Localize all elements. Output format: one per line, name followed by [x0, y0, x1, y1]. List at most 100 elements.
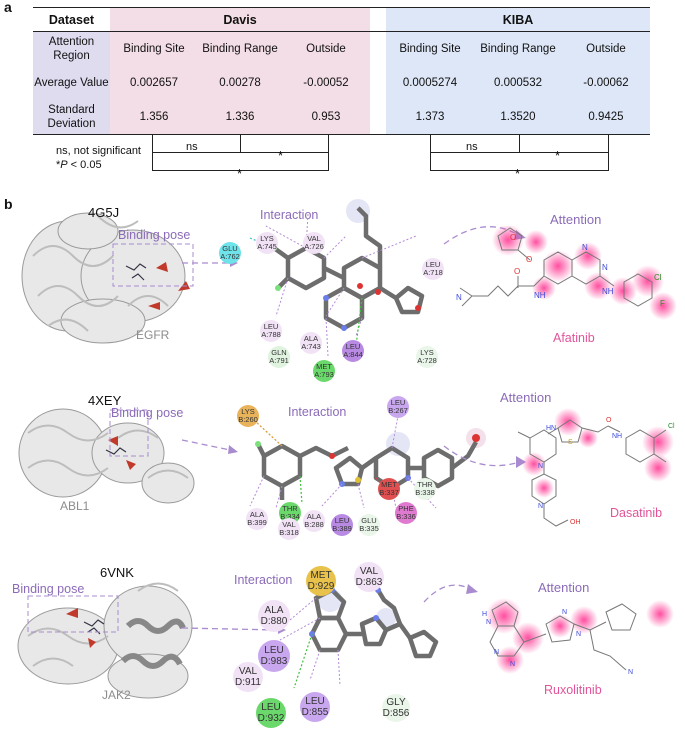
- residue-lys-b260: LYS B:260: [237, 405, 259, 427]
- atom-n-dasatinib-1: N: [538, 463, 543, 470]
- residue-gly-d856: GLY D:856: [382, 694, 410, 722]
- protein-name-egfr: EGFR: [136, 328, 170, 342]
- residue-ala-d880: ALA D:880: [258, 600, 290, 632]
- residue-thr-b338: THR B:338: [414, 478, 436, 500]
- interaction-diagram-egfr: [249, 199, 425, 357]
- kiba-avg-binding-range: 0.000532: [494, 77, 542, 89]
- attention-label-egfr: Attention: [550, 212, 602, 227]
- protein-name-abl1: ABL1: [60, 499, 90, 513]
- atom-n-afatinib-3: N: [456, 293, 462, 302]
- attention-structure-afatinib: O O O NH NH N N N Cl F: [456, 226, 677, 320]
- atom-s-dasatinib: S: [568, 439, 573, 446]
- residue-met-b337: MET B:337: [378, 478, 400, 500]
- footnote-ns: ns, not significant: [56, 145, 141, 157]
- residue-ala-b288: ALA B:288: [303, 510, 325, 532]
- residue-leu-d983: LEU D:983: [258, 640, 290, 672]
- atom-o-afatinib-1: O: [526, 255, 532, 264]
- arrow-to-attention-abl1: [443, 445, 526, 468]
- atom-n-afatinib-1: N: [582, 243, 588, 252]
- atom-h-ruxolitinib: H: [482, 611, 487, 618]
- atom-n-afatinib-2: N: [602, 263, 608, 272]
- atom-n-ruxolitinib-3: N: [510, 661, 515, 668]
- residue-glu-a762: GLU A:762: [219, 242, 241, 264]
- davis-avg-outside: -0.00052: [303, 77, 349, 89]
- panel-a-label: a: [4, 0, 12, 15]
- protein-structure-abl1: [18, 408, 195, 504]
- row-label-region: Attention Region: [48, 36, 95, 62]
- panel-b-label: b: [4, 196, 13, 212]
- footnote-p: *P < 0.05: [56, 159, 102, 171]
- residue-lys-a745: LYS A:745: [256, 232, 278, 254]
- table-bottom-rule: [33, 134, 650, 135]
- kiba-avg-outside: -0.00062: [583, 77, 629, 89]
- binding-pose-label-jak2: Binding pose: [12, 582, 85, 596]
- attention-label-jak2: Attention: [538, 580, 590, 595]
- header-davis: Davis: [223, 12, 257, 27]
- kiba-background: [386, 8, 650, 134]
- kiba-std-binding-site: 1.373: [415, 111, 445, 123]
- atom-oh-dasatinib: OH: [570, 519, 581, 526]
- protein-name-jak2: JAK2: [102, 688, 131, 702]
- atom-nh-afatinib-2: NH: [602, 287, 614, 296]
- residue-met-a793: MET A:793: [313, 360, 335, 382]
- atom-o-dasatinib: O: [606, 417, 612, 424]
- binding-pose-label-abl1: Binding pose: [111, 406, 184, 420]
- table-top-rule: [33, 7, 650, 8]
- davis-star-range-outside: *: [278, 148, 284, 163]
- attention-label-abl1: Attention: [500, 390, 552, 405]
- atom-f-afatinib: F: [660, 299, 665, 308]
- residue-phe-b336: PHE B:336: [395, 502, 417, 524]
- atom-n-ruxolitinib-6: N: [628, 669, 633, 676]
- kiba-col-binding-range: Binding Range: [480, 43, 556, 55]
- atom-nh-dasatinib: NH: [612, 433, 622, 440]
- residue-lys-a728: LYS A:728: [416, 346, 438, 368]
- interaction-label-abl1: Interaction: [288, 405, 347, 419]
- pdb-id-4g5j: 4G5J: [88, 205, 120, 220]
- kiba-star-range-outside: *: [555, 148, 561, 163]
- residue-val-d863: VAL D:863: [354, 562, 384, 592]
- residue-val-b318: VAL B:318: [278, 518, 300, 540]
- atom-nh-afatinib-1: NH: [534, 291, 546, 300]
- row-label-average: Average Value: [34, 77, 109, 89]
- header-kiba: KIBA: [502, 12, 534, 27]
- atom-n-ruxolitinib-2: N: [494, 649, 499, 656]
- kiba-std-binding-range: 1.3520: [500, 111, 536, 123]
- atom-cl-afatinib: Cl: [654, 273, 662, 282]
- atom-n-ruxolitinib-1: N: [486, 619, 491, 626]
- davis-background: [110, 8, 370, 134]
- pdb-id-6vnk: 6VNK: [100, 565, 134, 580]
- binding-pose-label-egfr: Binding pose: [118, 228, 191, 242]
- residue-leu-b389: LEU B:389: [331, 514, 353, 536]
- residue-met-d929: MET D:929: [306, 566, 336, 596]
- interaction-diagram-jak2: [279, 571, 439, 689]
- protein-structure-jak2: [17, 582, 193, 699]
- davis-col-outside: Outside: [306, 43, 346, 55]
- kiba-col-binding-site: Binding Site: [399, 43, 461, 55]
- atom-n-ruxolitinib-5: N: [576, 631, 581, 638]
- attention-structure-ruxolitinib: H N N N N N N: [482, 598, 674, 676]
- atom-hn-dasatinib: HN: [546, 425, 556, 432]
- attention-structure-dasatinib: HN S O NH Cl N N OH: [517, 408, 675, 527]
- atom-o-afatinib-3: O: [514, 267, 520, 276]
- kiba-star-site-outside: *: [515, 166, 521, 181]
- davis-avg-binding-range: 0.00278: [219, 77, 261, 89]
- residue-leu-d932: LEU D:932: [256, 698, 286, 728]
- davis-col-binding-range: Binding Range: [202, 43, 278, 55]
- residue-val-a726: VAL A:726: [303, 232, 325, 254]
- residue-glu-b335: GLU B:335: [358, 514, 380, 536]
- residue-ala-a743: ALA A:743: [300, 332, 322, 354]
- interaction-label-jak2: Interaction: [234, 573, 293, 587]
- pdb-id-4xey: 4XEY: [88, 393, 122, 408]
- arrow-to-interaction-abl1: [181, 439, 238, 454]
- residue-leu-a718: LEU A:718: [422, 258, 444, 280]
- arrow-to-attention-jak2: [423, 584, 478, 603]
- drug-name-ruxolitinib: Ruxolitinib: [544, 683, 602, 697]
- atom-n-ruxolitinib-4: N: [562, 609, 567, 616]
- davis-col-binding-site: Binding Site: [123, 43, 185, 55]
- row-label-std: Standard Deviation: [47, 104, 96, 130]
- davis-ns-label: ns: [186, 141, 198, 153]
- davis-std-binding-range: 1.336: [225, 111, 255, 123]
- drug-name-afatinib: Afatinib: [553, 331, 595, 345]
- residue-val-d911: VAL D:911: [233, 662, 263, 692]
- residue-gln-a791: GLN A:791: [268, 346, 290, 368]
